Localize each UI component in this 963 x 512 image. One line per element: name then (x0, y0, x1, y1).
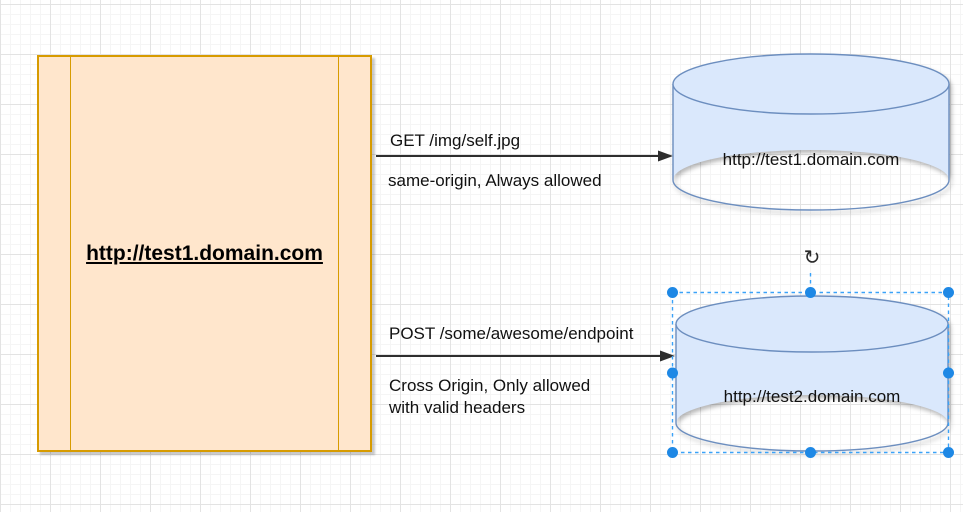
arrowhead-post-icon (660, 350, 675, 362)
server2-cylinder-shape[interactable] (675, 295, 949, 452)
edge-post-request-label[interactable]: POST /some/awesome/endpoint (389, 324, 634, 343)
handle-middle-right[interactable] (943, 367, 954, 379)
arrowhead-get-icon (658, 150, 673, 162)
client-label: http://test1.domain.com (86, 241, 323, 265)
edge-get-arrow[interactable] (376, 150, 673, 162)
handle-middle-left[interactable] (667, 367, 678, 379)
edge-post-note-label[interactable]: Cross Origin, Only allowed with valid he… (389, 375, 590, 419)
process-bar-right (338, 57, 339, 450)
handle-top-right[interactable] (943, 287, 954, 298)
handle-top-left[interactable] (667, 287, 678, 298)
server2-label: http://test2.domain.com (723, 387, 901, 406)
edge-post-note-line1: Cross Origin, Only allowed (389, 376, 591, 395)
server1-label: http://test1.domain.com (722, 150, 900, 169)
client-process-shape[interactable]: http://test1.domain.com (37, 55, 372, 452)
handle-bottom-right[interactable] (943, 447, 954, 458)
edge-post-arrow[interactable] (376, 350, 675, 362)
handle-top-center[interactable] (805, 287, 816, 298)
rotate-icon[interactable]: ↻ (803, 247, 821, 269)
handle-bottom-left[interactable] (667, 447, 678, 458)
edge-get-note-label[interactable]: same-origin, Always allowed (388, 171, 602, 190)
edge-post-note-line2: with valid headers (389, 398, 526, 417)
selection-overlay (667, 273, 954, 458)
server1-cylinder-shape[interactable] (672, 53, 950, 211)
handle-bottom-center[interactable] (805, 447, 816, 458)
edge-get-request-label[interactable]: GET /img/self.jpg (390, 131, 521, 150)
process-bar-left (70, 57, 71, 450)
